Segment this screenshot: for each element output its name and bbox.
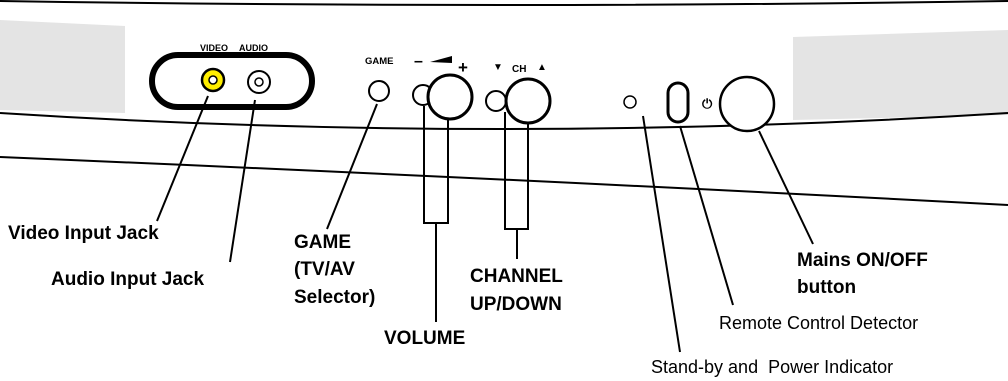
remote-leader <box>679 125 734 306</box>
volume-minus-symbol: – <box>414 53 423 70</box>
video-input-jack-label: Video Input Jack <box>8 223 159 244</box>
game-label-line3: Selector) <box>294 287 375 308</box>
jack-recess <box>149 52 315 110</box>
channel-panel-label: CH <box>512 64 526 75</box>
power-symbol-icon: ⏻ <box>702 96 713 111</box>
volume-label: VOLUME <box>384 328 465 349</box>
video-jack-leader <box>156 95 209 222</box>
game-leader <box>326 103 378 230</box>
game-button[interactable] <box>368 80 390 102</box>
audio-input-jack-center <box>254 77 264 87</box>
standby-power-indicator-label: Stand-by and Power Indicator <box>651 357 893 377</box>
standby-indicator-light <box>623 95 637 109</box>
mains-power-button[interactable] <box>718 75 776 133</box>
remote-sensor-window <box>666 81 690 124</box>
channel-label-line1: CHANNEL <box>470 266 563 287</box>
channel-down-button[interactable] <box>485 90 507 112</box>
channel-label-line2: UP/DOWN <box>470 294 562 315</box>
remote-control-detector-label: Remote Control Detector <box>719 313 918 333</box>
left-shaded-panel <box>0 20 125 113</box>
channel-up-symbol: ▲ <box>537 62 547 73</box>
audio-input-jack-label: Audio Input Jack <box>51 269 205 290</box>
panel-top-edge <box>0 0 1008 6</box>
mains-label-line2: button <box>797 277 856 298</box>
mains-label-line1: Mains ON/OFF <box>797 250 928 271</box>
volume-ramp-icon <box>430 56 452 63</box>
volume-bracket <box>423 106 449 224</box>
channel-up-button[interactable] <box>504 77 552 125</box>
game-label-line2: (TV/AV <box>294 259 355 280</box>
volume-up-button[interactable] <box>426 73 474 121</box>
audio-jack-label: AUDIO <box>239 43 268 53</box>
standby-leader <box>642 115 681 353</box>
game-label-line1: GAME <box>294 232 351 253</box>
video-input-jack-center <box>208 75 218 85</box>
channel-down-symbol: ▼ <box>493 62 503 73</box>
game-panel-label: GAME <box>365 56 394 67</box>
panel-bottom-edge-thick <box>0 156 1008 206</box>
video-jack-label: VIDEO <box>200 43 228 53</box>
mains-leader <box>758 130 814 245</box>
right-shaded-panel <box>793 30 1008 120</box>
volume-plus-symbol: + <box>458 58 468 77</box>
audio-jack-leader <box>229 99 256 263</box>
panel-bottom-edge-thin <box>0 112 1008 130</box>
